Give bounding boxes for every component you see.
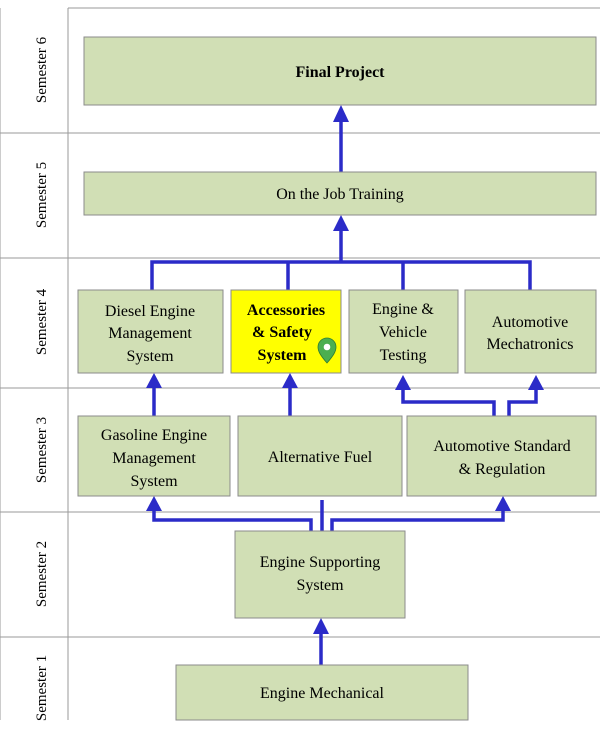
course-label-line: Engine Supporting [260,554,380,571]
semester-1-label: Semester 1 [34,655,50,721]
course-label: Final Project [295,64,385,81]
arrowhead [395,375,411,390]
semester-2-label: Semester 2 [34,541,50,607]
course-label-line: & Regulation [459,461,546,478]
course-label-line: Gasoline Engine [101,427,207,444]
connectors [146,105,544,665]
course-alternative-fuel: Alternative Fuel [237,415,403,497]
course-label-line: System [258,347,308,364]
course-label-line: Management [112,450,196,467]
course-engine-vehicle-testing: Engine & Vehicle Testing [348,289,459,374]
arrowhead [528,375,544,390]
course-automotive-standard-regulation: Automotive Standard & Regulation [406,415,597,497]
course-label-line: System [130,473,178,490]
arrowhead [146,373,162,388]
course-on-the-job-training: On the Job Training [83,171,597,216]
course-label-line: Engine & [372,301,434,318]
course-engine-mechanical: Engine Mechanical [175,664,469,721]
arrowhead [282,373,298,388]
course-final-project: Final Project [83,36,597,106]
course-label-line: System [296,577,344,594]
course-accessories-safety-highlighted: Accessories & Safety System [230,289,342,374]
course-label-line: & Safety [252,324,312,341]
semester-lanes [0,7,600,720]
course-gasoline-engine-management: Gasoline Engine Management System [77,415,231,497]
course-label-line: Automotive Standard [433,438,570,455]
connector-supporting-to-gasoline [152,508,313,531]
course-label-line: Testing [380,347,427,364]
course-label-line: System [126,348,174,365]
course-label-line: Diesel Engine [105,303,195,320]
arrowhead [333,105,349,122]
semester-3-label: Semester 3 [34,417,50,483]
arrowhead [333,215,349,231]
course-engine-supporting-system: Engine Supporting System [234,530,406,619]
course-label: Engine Mechanical [260,685,385,702]
course-diesel-engine-management: Diesel Engine Management System [77,289,224,374]
arrowhead [313,618,329,634]
course-label-line: Mechatronics [486,336,573,353]
course-label-line: Vehicle [379,324,427,341]
connector-standard-to-mechatronics [507,387,538,416]
connector-supporting-to-standard [330,508,505,531]
connector-semester4-to-ojt [150,260,532,290]
course-label-line: Automotive [492,314,568,331]
arrowhead [495,496,511,511]
semester-5-label: Semester 5 [34,162,50,228]
arrowhead [146,496,162,511]
course-automotive-mechatronics: Automotive Mechatronics [464,289,597,374]
semester-6-label: Semester 6 [34,36,50,103]
course-label-line: Accessories [247,302,325,319]
semester-4-label: Semester 4 [34,288,50,355]
location-pin-icon [317,337,337,364]
connector-standard-to-testing [401,387,496,416]
course-label-line: Management [108,325,192,342]
course-label: On the Job Training [276,186,404,203]
course-label: Alternative Fuel [268,449,373,466]
